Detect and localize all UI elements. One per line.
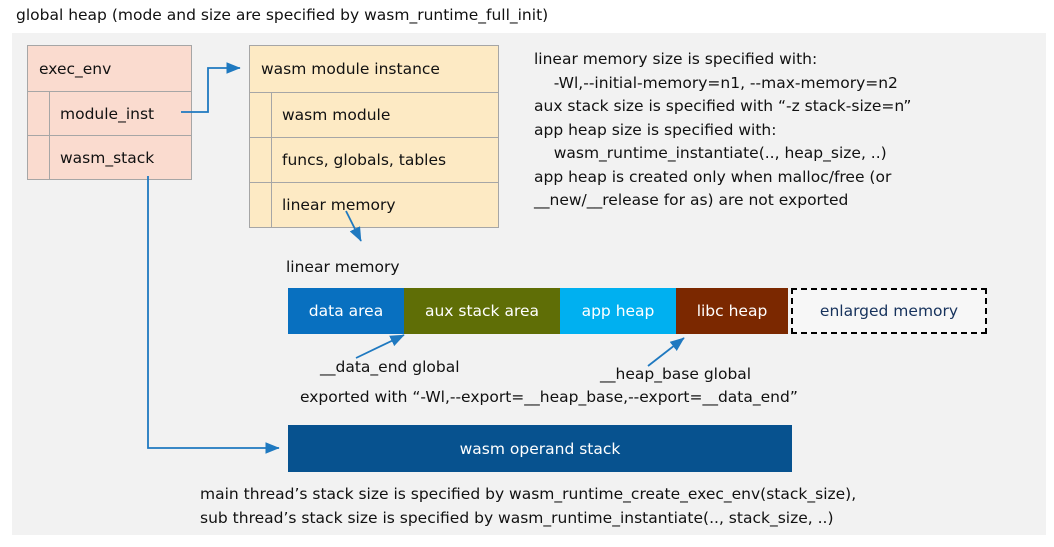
segment-label: data area <box>308 302 384 320</box>
annotation-exported-with: exported with “-Wl,--export=__heap_base,… <box>300 388 798 406</box>
segment-label: libc heap <box>696 302 768 320</box>
module-instance-header-row: wasm module instance <box>250 46 498 92</box>
module-instance-field-label: wasm module <box>282 106 391 124</box>
wasm-operand-stack-bar: wasm operand stack <box>288 425 792 472</box>
linear-memory-segment-aux-stack-area: aux stack area <box>404 288 560 334</box>
exec-env-header-row: exec_env <box>28 46 191 91</box>
segment-label: enlarged memory <box>819 302 959 320</box>
segment-label: aux stack area <box>424 302 540 320</box>
linear-memory-notes: linear memory size is specified with: -W… <box>534 50 912 209</box>
exec-env-header-label: exec_env <box>39 59 112 78</box>
wasm-operand-stack-label: wasm operand stack <box>459 439 621 458</box>
indent-cell <box>250 93 272 137</box>
wasm-module-instance-box: wasm module instance wasm module funcs, … <box>249 45 499 228</box>
linear-memory-segment-enlarged-memory: enlarged memory <box>791 288 987 334</box>
operand-stack-notes: main thread’s stack size is specified by… <box>200 485 857 527</box>
module-instance-field-label: funcs, globals, tables <box>282 151 447 169</box>
module-instance-header-label: wasm module instance <box>261 60 440 78</box>
exec-env-field-label: wasm_stack <box>60 148 155 167</box>
linear-memory-segment-libc-heap: libc heap <box>676 288 788 334</box>
exec-env-field-wasm-stack: wasm_stack <box>28 135 191 179</box>
indent-cell <box>28 136 50 179</box>
annotation-data-end: __data_end global <box>320 358 460 376</box>
module-instance-field-linear-memory: linear memory <box>250 182 498 227</box>
exec-env-box: exec_env module_inst wasm_stack <box>27 45 192 180</box>
exec-env-field-module-inst: module_inst <box>28 91 191 135</box>
linear-memory-caption: linear memory <box>286 258 400 276</box>
segment-label: app heap <box>581 302 655 320</box>
linear-memory-segment-data-area: data area <box>288 288 404 334</box>
module-instance-field-label: linear memory <box>282 196 396 214</box>
module-instance-field-wasm-module: wasm module <box>250 92 498 137</box>
module-instance-field-funcs-globals-tables: funcs, globals, tables <box>250 137 498 182</box>
annotation-heap-base: __heap_base global <box>600 365 752 383</box>
page-title: global heap (mode and size are specified… <box>16 6 549 24</box>
indent-cell <box>28 92 50 135</box>
indent-cell <box>250 183 272 227</box>
indent-cell <box>250 138 272 182</box>
exec-env-field-label: module_inst <box>60 104 155 123</box>
linear-memory-segment-app-heap: app heap <box>560 288 676 334</box>
linear-memory-bar: data area aux stack area app heap libc heap… <box>288 288 987 334</box>
